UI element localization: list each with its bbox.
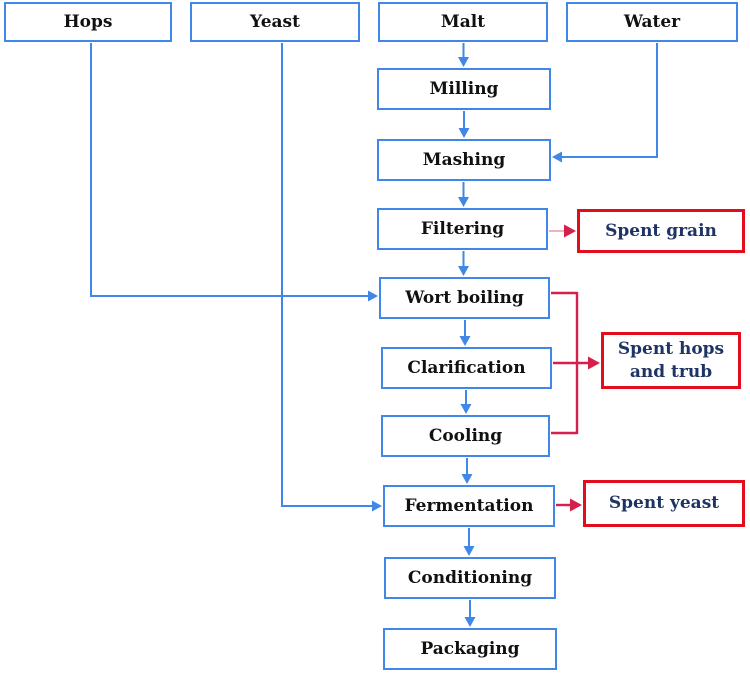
node-fermentation-label: Fermentation xyxy=(404,496,534,516)
node-spent-yeast: Spent yeast xyxy=(583,480,745,527)
arrow-clarification-to-spent-hops-and-trub xyxy=(553,356,600,370)
node-mashing: Mashing xyxy=(377,139,551,181)
arrow-clarification-to-cooling xyxy=(460,390,472,414)
node-wort-boiling-label: Wort boiling xyxy=(405,288,524,308)
node-fermentation: Fermentation xyxy=(383,485,555,527)
node-yeast: Yeast xyxy=(190,2,360,42)
node-spent-grain-label: Spent grain xyxy=(605,220,717,241)
node-spent-grain: Spent grain xyxy=(577,209,745,253)
node-conditioning: Conditioning xyxy=(384,557,556,599)
arrow-fermentation-to-spent-yeast xyxy=(556,498,582,512)
arrow-cooling-to-fermentation xyxy=(461,458,473,484)
node-packaging: Packaging xyxy=(383,628,557,670)
node-conditioning-label: Conditioning xyxy=(407,568,533,588)
node-hops: Hops xyxy=(4,2,172,42)
node-cooling-label: Cooling xyxy=(428,426,503,446)
node-wort-boiling: Wort boiling xyxy=(379,277,550,319)
arrow-fermentation-to-conditioning xyxy=(463,528,475,556)
arrow-filtering-to-spent-grain xyxy=(549,224,576,238)
node-spent-yeast-label: Spent yeast xyxy=(608,493,720,513)
node-filtering-label: Filtering xyxy=(420,219,505,239)
node-milling: Milling xyxy=(377,68,551,110)
node-milling-label: Milling xyxy=(429,79,499,99)
node-filtering: Filtering xyxy=(377,208,548,250)
arrow-milling-to-mashing xyxy=(458,111,470,138)
node-packaging-label: Packaging xyxy=(420,639,520,659)
arrow-wort-boiling-to-clarification xyxy=(459,320,471,346)
arrow-mashing-to-filtering xyxy=(458,182,469,207)
node-hops-label: Hops xyxy=(63,12,113,32)
arrow-conditioning-to-packaging xyxy=(464,600,476,627)
arrow-water-to-mashing xyxy=(552,43,658,163)
arrow-filtering-to-wort-boiling xyxy=(458,251,469,276)
node-mashing-label: Mashing xyxy=(422,150,506,170)
arrow-malt-to-milling xyxy=(458,43,469,67)
node-malt-label: Malt xyxy=(440,12,486,32)
node-water-label: Water xyxy=(623,12,681,32)
node-spent-hops-and-trub-label: Spent hops and trub xyxy=(617,338,725,382)
arrow-yeast-to-fermentation xyxy=(281,43,382,512)
node-water: Water xyxy=(566,2,738,42)
node-spent-hops-and-trub: Spent hops and trub xyxy=(601,332,741,389)
node-clarification-label: Clarification xyxy=(407,358,526,378)
node-yeast-label: Yeast xyxy=(250,12,300,32)
arrow-hops-to-wort-boiling xyxy=(90,43,378,302)
node-malt: Malt xyxy=(378,2,548,42)
node-clarification: Clarification xyxy=(381,347,552,389)
node-cooling: Cooling xyxy=(381,415,550,457)
